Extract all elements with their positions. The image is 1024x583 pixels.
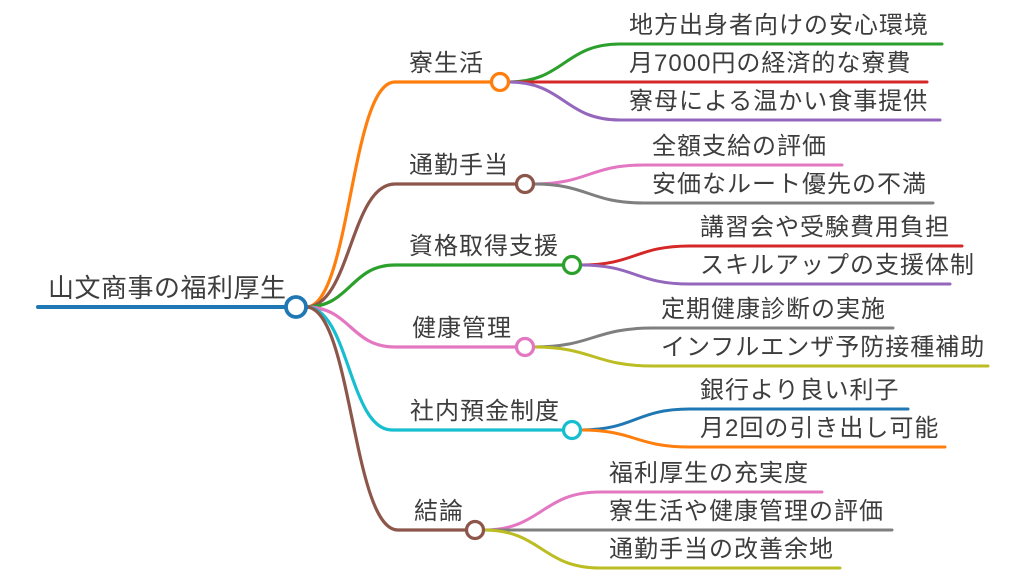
node-circle[interactable]: [284, 295, 308, 319]
branch-line: [507, 80, 942, 122]
branch-line: [304, 305, 518, 349]
branch-line: [532, 345, 990, 368]
branch-line: [532, 326, 895, 349]
branch-line: [532, 163, 844, 186]
branch-line: [507, 42, 944, 84]
branch-line: [482, 490, 824, 532]
branch-line: [532, 182, 935, 205]
branch-line: [579, 428, 947, 449]
branch-line: [482, 528, 842, 570]
branch-line: [304, 80, 493, 309]
node-circle[interactable]: [561, 254, 583, 276]
branch-line: [304, 182, 518, 309]
node-circle[interactable]: [514, 336, 536, 358]
branch-line: [579, 407, 910, 432]
branch-line: [304, 263, 565, 309]
node-circle[interactable]: [489, 71, 511, 93]
branch-line: [579, 244, 964, 267]
node-circle[interactable]: [561, 419, 583, 441]
node-circle[interactable]: [514, 173, 536, 195]
branch-line: [304, 305, 468, 532]
branch-line: [579, 263, 952, 286]
branch-line: [304, 305, 565, 432]
node-circle[interactable]: [464, 519, 486, 541]
